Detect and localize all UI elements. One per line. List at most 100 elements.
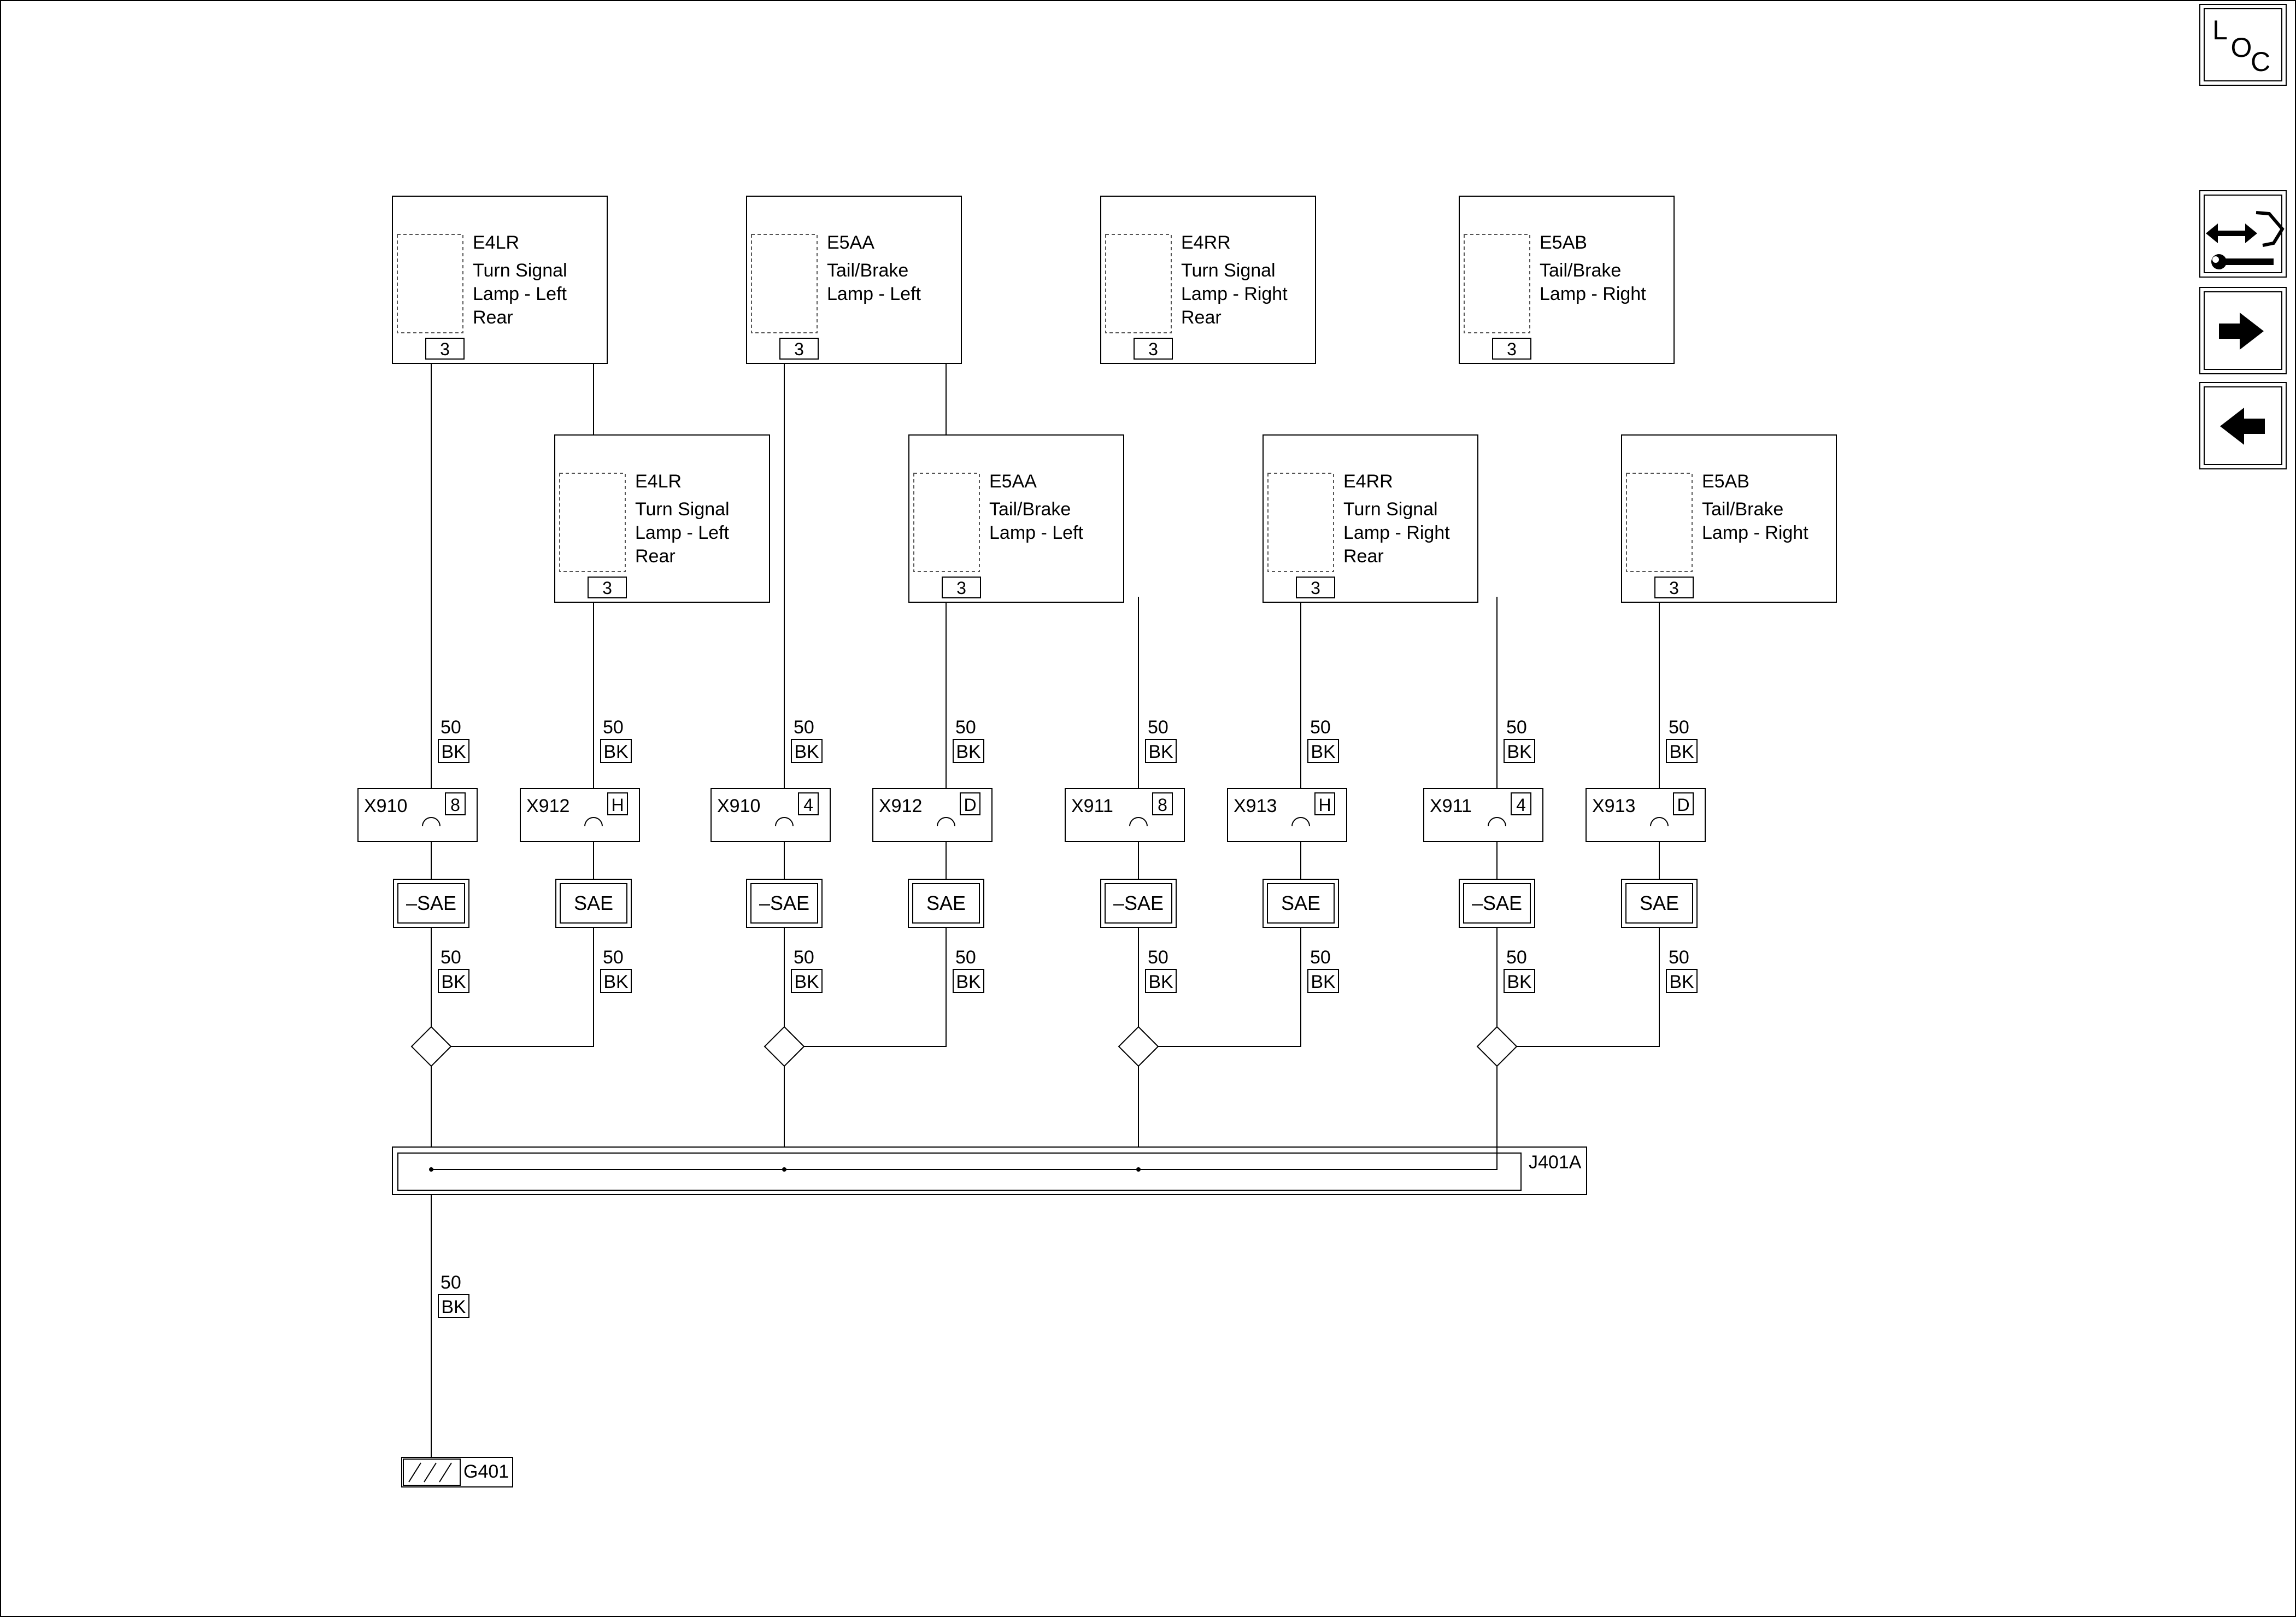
- inline-connector-id: X913: [1234, 796, 1277, 816]
- next-page-button[interactable]: [2199, 287, 2287, 374]
- wire-gauge-label: 50: [794, 947, 814, 968]
- wire-color-box: [1504, 969, 1535, 993]
- component-id: E4RR: [1181, 232, 1231, 253]
- component-id: E5AA: [989, 471, 1037, 492]
- option-box: [1621, 879, 1698, 928]
- component-pin-box: [942, 577, 981, 598]
- nav-button-inner-frame: [2204, 195, 2282, 273]
- option-box-inner: [560, 883, 627, 924]
- wire-color-label: BK: [1669, 742, 1694, 762]
- lamp-symbol: [1267, 473, 1334, 572]
- lamp-symbol: [751, 234, 818, 333]
- nav-button-inner-frame: [2204, 291, 2282, 370]
- lamp-symbol: [913, 473, 980, 572]
- inline-connector-pin: 4: [803, 795, 813, 815]
- splice-dot: [1136, 1167, 1141, 1172]
- wire-color-label: BK: [441, 742, 466, 762]
- wire-gauge-label: 50: [1669, 947, 1689, 968]
- inline-connector-pin: D: [964, 795, 976, 815]
- option-box: [555, 879, 632, 928]
- wire-branch: [1512, 597, 1660, 1047]
- option-box-inner: [912, 883, 980, 924]
- wire-gauge-label: 50: [1669, 717, 1689, 738]
- splice-diamond: [1118, 1026, 1159, 1067]
- previous-page-button[interactable]: [2199, 382, 2287, 469]
- option-box: [1262, 879, 1339, 928]
- component-description: Lamp - Left: [635, 522, 730, 543]
- component-description: Rear: [1343, 546, 1384, 567]
- connector-info-button[interactable]: [2199, 190, 2287, 278]
- component-pin-label: 3: [1311, 578, 1320, 598]
- component-description: Turn Signal: [635, 499, 730, 520]
- inline-connector-id: X910: [364, 796, 407, 816]
- option-box: [908, 879, 984, 928]
- component-box: [1621, 434, 1837, 603]
- option-box: [746, 879, 823, 928]
- wire-gauge-label: 50: [1506, 717, 1527, 738]
- double-arrow-right-head: [2245, 224, 2257, 243]
- inline-connector-id: X911: [1071, 796, 1113, 816]
- component-pin-label: 3: [1148, 339, 1158, 359]
- component-description: Turn Signal: [1181, 260, 1276, 281]
- lamp-symbol: [1464, 234, 1530, 333]
- component-id: E4RR: [1343, 471, 1393, 492]
- splice-diamond: [764, 1026, 805, 1067]
- loc-button-frame[interactable]: [2199, 4, 2287, 86]
- component-pin-box: [1492, 338, 1531, 360]
- component-box: [1459, 196, 1675, 364]
- wire-gauge-label: 50: [1148, 717, 1168, 738]
- component-pin-label: 3: [1507, 339, 1517, 359]
- component-box: [392, 196, 608, 364]
- wire-gauge-label: 50: [441, 1272, 461, 1293]
- splice-pack: J401A: [392, 1066, 1587, 1195]
- ground: G401: [401, 1457, 513, 1487]
- wire-labels: 50BK50BK50BK50BK50BK50BK50BK50BK50BK50BK…: [438, 717, 1698, 1318]
- inline-connector-pin-box: [607, 792, 628, 815]
- component-box: [554, 434, 770, 603]
- component-id: E4LR: [473, 232, 519, 253]
- component-id: E5AA: [827, 232, 874, 253]
- connector-pin-symbol: [1650, 817, 1669, 827]
- wire-color-box: [1666, 739, 1698, 763]
- connector-pin-symbol: [584, 817, 603, 827]
- wire-color-label: BK: [441, 972, 466, 992]
- option-label: SAE: [1281, 892, 1320, 914]
- wire-color-box: [1145, 969, 1177, 993]
- component-description: Lamp - Right: [1540, 284, 1646, 304]
- wire-color-label: BK: [1507, 972, 1532, 992]
- component-description: Rear: [473, 307, 513, 328]
- component-box: [746, 196, 962, 364]
- option-label: –SAE: [1113, 892, 1164, 914]
- wire-color-label: BK: [956, 742, 981, 762]
- component-description: Rear: [635, 546, 676, 567]
- wire-color-box: [953, 969, 984, 993]
- loc-button[interactable]: LOC: [2199, 4, 2287, 86]
- wire-color-box: [791, 739, 823, 763]
- component-description: Rear: [1181, 307, 1222, 328]
- inline-connector-pin-box: [1152, 792, 1173, 815]
- wire-gauge-label: 50: [794, 717, 814, 738]
- component-description: Tail/Brake: [989, 499, 1071, 520]
- connector-outline: [2256, 211, 2285, 247]
- wire-color-box: [953, 739, 984, 763]
- component-description: Lamp - Left: [989, 522, 1084, 543]
- option-label: –SAE: [759, 892, 809, 914]
- ground-hatch: [439, 1462, 452, 1483]
- wire-gauge-label: 50: [603, 717, 624, 738]
- wire-gauge-label: 50: [603, 947, 624, 968]
- splice-pack-box: [392, 1146, 1587, 1195]
- wire-color-box: [1666, 969, 1698, 993]
- wire-color-box: [438, 739, 469, 763]
- wire-color-box: [791, 969, 823, 993]
- wire-color-label: BK: [794, 972, 819, 992]
- component-box: [908, 434, 1124, 603]
- wire-gauge-label: 50: [441, 947, 461, 968]
- splice-dot: [429, 1167, 433, 1172]
- wire-gauge-label: 50: [1310, 717, 1331, 738]
- component-pin-label: 3: [794, 339, 804, 359]
- ground-box: [401, 1457, 513, 1487]
- option-label: SAE: [574, 892, 613, 914]
- wire-color-label: BK: [1148, 972, 1173, 992]
- component-pin-label: 3: [956, 578, 966, 598]
- component-id: E4LR: [635, 471, 682, 492]
